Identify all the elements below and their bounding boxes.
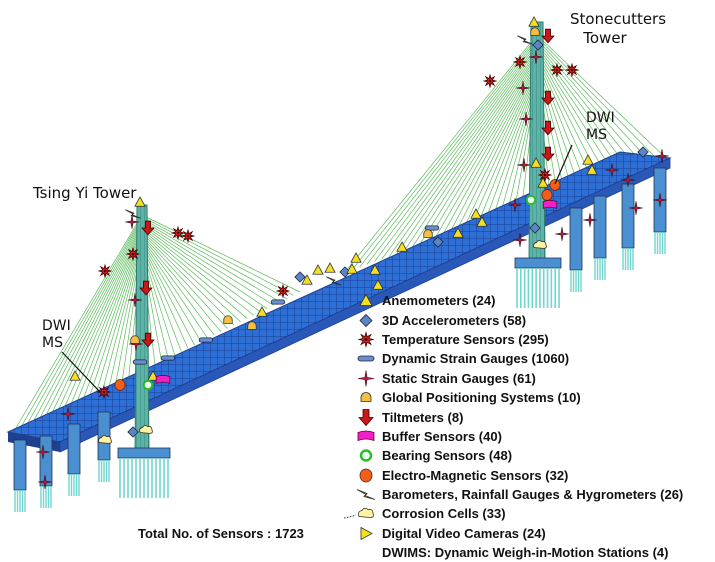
legend-item: Dynamic Strain Gauges (1060) <box>338 349 713 368</box>
legend-label: Corrosion Cells (33) <box>382 506 506 521</box>
anemometer-triangle-icon <box>313 265 323 274</box>
static-strain-star-icon <box>555 227 569 241</box>
west-pier-1 <box>14 440 26 512</box>
legend-label: Buffer Sensors (40) <box>382 429 502 444</box>
legend-label: Static Strain Gauges (61) <box>382 371 536 386</box>
legend-item: Temperature Sensors (295) <box>338 330 713 349</box>
legend-item: Static Strain Gauges (61) <box>338 369 713 388</box>
static-strain-star-icon <box>358 370 374 386</box>
bearing-ring-icon <box>144 381 153 390</box>
dwi-ms-east-label: DWI MS <box>586 110 615 144</box>
legend-label: Electro-Magnetic Sensors (32) <box>382 468 568 483</box>
dynamic-strain-bar-icon <box>199 338 213 342</box>
buffer-flag-icon <box>358 431 374 441</box>
temperature-star-icon <box>338 330 382 349</box>
dynamic-strain-bar-icon <box>161 356 175 360</box>
accelerometer-diamond-icon <box>360 314 372 326</box>
anemometer-triangle-icon <box>257 307 267 316</box>
dynamic-strain-bar-icon <box>133 360 147 364</box>
buffer-flag-icon <box>543 200 557 208</box>
dwi-west-line1: DWI <box>42 318 71 335</box>
dwi-east-line1: DWI <box>586 110 615 127</box>
legend-item: Electro-Magnetic Sensors (32) <box>338 466 713 485</box>
gps-dome-icon <box>361 393 371 402</box>
bearing-ring-icon <box>338 446 382 465</box>
legend-item: Barometers, Rainfall Gauges & Hygrometer… <box>338 485 713 504</box>
legend-label: Barometers, Rainfall Gauges & Hygrometer… <box>382 487 683 502</box>
electromagnetic-oval-icon <box>338 466 382 485</box>
electromagnetic-oval-icon <box>542 189 552 200</box>
sensor-legend: Anemometers (24) 3D Accelerometers (58) Te… <box>338 291 713 562</box>
east-pier-4 <box>654 168 666 254</box>
dwi-east-line2: MS <box>586 127 615 144</box>
tiltmeter-arrow-icon <box>359 409 373 425</box>
gps-dome-icon <box>338 388 382 407</box>
legend-label: DWIMS: Dynamic Weigh-in-Motion Stations … <box>382 545 668 560</box>
total-sensors-label: Total No. of Sensors : 1723 <box>138 526 304 541</box>
dynamic-strain-bar-icon <box>271 300 285 304</box>
gps-dome-icon <box>248 322 257 330</box>
tsing-yi-tower <box>135 205 149 455</box>
east-pier-3 <box>622 184 634 270</box>
legend-icon-blank <box>338 543 382 562</box>
buffer-flag-icon <box>156 375 170 383</box>
gps-dome-icon <box>424 230 433 238</box>
dwi-ms-west-label: DWI MS <box>42 318 71 352</box>
tsing-yi-tower-label: Tsing Yi Tower <box>33 184 136 203</box>
legend-label: Bearing Sensors (48) <box>382 448 512 463</box>
barometer-lightning-icon <box>357 490 375 500</box>
anemometer-triangle-icon <box>325 263 335 272</box>
east-pier-1 <box>570 208 582 292</box>
west-pier-3 <box>68 424 80 496</box>
stonecutters-label-line1: Stonecutters <box>570 10 640 29</box>
dynamic-strain-bar-icon <box>338 349 382 368</box>
west-pier-4 <box>98 412 110 482</box>
tiltmeter-arrow-icon <box>542 29 554 43</box>
static-strain-star-icon <box>516 81 530 95</box>
legend-label: Global Positioning Systems (10) <box>382 390 581 405</box>
legend-label: Temperature Sensors (295) <box>382 332 549 347</box>
anemometer-triangle-icon <box>583 155 593 164</box>
legend-item: DWIMS: Dynamic Weigh-in-Motion Stations … <box>338 543 713 562</box>
dynamic-strain-bar-icon <box>358 356 374 361</box>
east-pier-2 <box>594 196 606 280</box>
electromagnetic-oval-icon <box>360 469 372 482</box>
buffer-flag-icon <box>338 427 382 446</box>
video-camera-triangle-icon <box>338 524 382 543</box>
legend-item: Bearing Sensors (48) <box>338 446 713 465</box>
anemometer-triangle-icon <box>360 295 372 306</box>
gps-dome-icon <box>224 316 233 324</box>
accelerometer-diamond-icon <box>338 311 382 330</box>
anemometer-triangle-icon <box>338 291 382 310</box>
legend-item: Anemometers (24) <box>338 291 713 310</box>
video-camera-triangle-icon <box>361 527 372 539</box>
legend-label: Tiltmeters (8) <box>382 410 463 425</box>
corrosion-cell-icon <box>338 504 382 523</box>
gps-dome-icon <box>131 336 140 344</box>
dwi-west-line2: MS <box>42 335 71 352</box>
static-strain-star-icon <box>338 369 382 388</box>
legend-label: Digital Video Cameras (24) <box>382 526 546 541</box>
legend-item: Digital Video Cameras (24) <box>338 524 713 543</box>
electromagnetic-oval-icon <box>550 179 560 190</box>
stonecutters-tower-label: Stonecutters Tower <box>570 10 640 48</box>
bearing-ring-icon <box>361 451 371 461</box>
corrosion-cell-icon <box>358 509 373 518</box>
bearing-ring-icon <box>527 196 536 205</box>
legend-label: Dynamic Strain Gauges (1060) <box>382 351 569 366</box>
tsing-yi-pile-cap <box>118 448 170 498</box>
legend-item: Buffer Sensors (40) <box>338 427 713 446</box>
stonecutters-label-line2: Tower <box>570 29 640 48</box>
barometer-lightning-icon <box>338 485 382 504</box>
legend-item: Corrosion Cells (33) <box>338 504 713 523</box>
tiltmeter-arrow-icon <box>338 408 382 427</box>
west-pier-2 <box>40 436 52 508</box>
legend-item: Tiltmeters (8) <box>338 407 713 426</box>
legend-item: Global Positioning Systems (10) <box>338 388 713 407</box>
legend-label: 3D Accelerometers (58) <box>382 313 526 328</box>
electromagnetic-oval-icon <box>115 379 125 390</box>
legend-label: Anemometers (24) <box>382 293 495 308</box>
legend-item: 3D Accelerometers (58) <box>338 310 713 329</box>
gps-dome-icon <box>531 28 540 36</box>
